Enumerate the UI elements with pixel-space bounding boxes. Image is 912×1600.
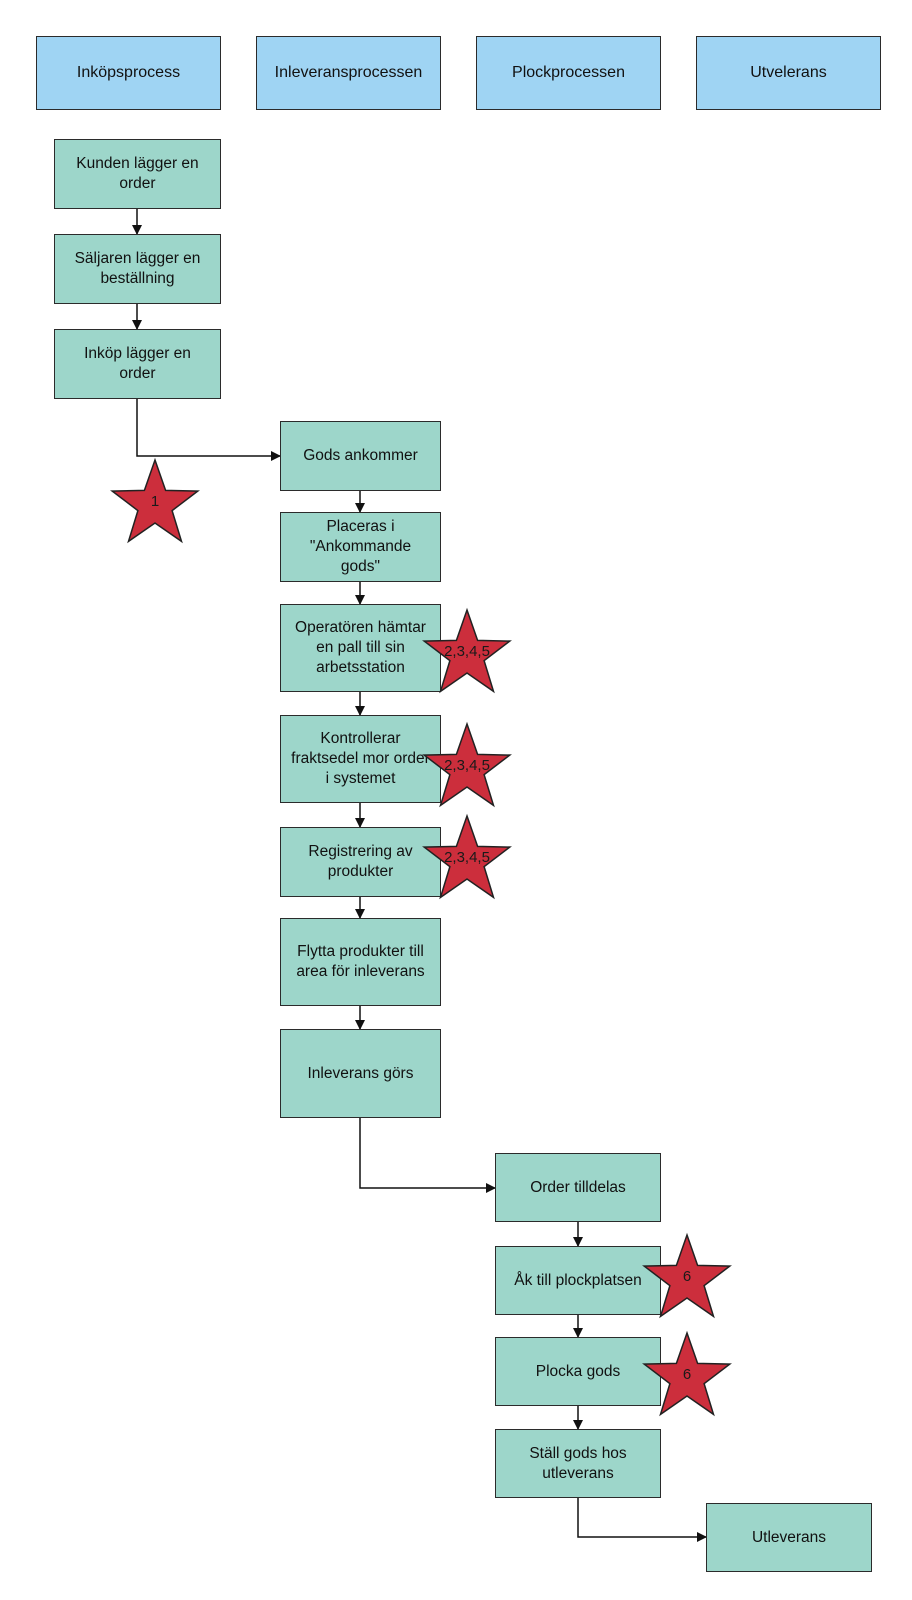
step-label: Ställ gods hos utleverans [529, 1444, 627, 1482]
step-kontrollerar: Kontrollerar fraktsedel mor order i syst… [280, 715, 441, 803]
step-registrering: Registrering av produkter [280, 827, 441, 897]
step-operatoren-hamtar: Operatören hämtar en pall till sin arbet… [280, 604, 441, 692]
star-icon [642, 1330, 732, 1417]
step-saljaren-bestallning: Säljaren lägger en beställning [54, 234, 221, 304]
step-label: Plocka gods [535, 1362, 621, 1380]
marker-star-3: 2,3,4,5 [422, 721, 512, 808]
lane-header-label: Inleveransprocessen [274, 64, 423, 81]
marker-label: 6 [682, 1365, 692, 1383]
lane-header-inleveransprocessen: Inleveransprocessen [256, 36, 441, 110]
marker-label: 2,3,4,5 [444, 848, 490, 866]
step-label: Gods ankommer [303, 447, 418, 464]
marker-star-1: 1 [110, 457, 200, 544]
step-inleverans-gors: Inleverans görs [280, 1029, 441, 1118]
marker-star-6: 6 [642, 1330, 732, 1417]
step-label: Flytta produkter till area för inleveran… [296, 943, 425, 980]
step-kunden-lagger-order: Kunden lägger en order [54, 139, 221, 209]
marker-star-2: 2,3,4,5 [422, 607, 512, 694]
step-label: Placeras i "Ankommande gods" [309, 518, 412, 575]
connector-inkop-gods [136, 399, 281, 461]
marker-label: 1 [150, 492, 160, 510]
lane-header-utvelerans: Utvelerans [696, 36, 881, 110]
step-stall-gods: Ställ gods hos utleverans [495, 1429, 661, 1498]
step-inkop-order: Inköp lägger en order [54, 329, 221, 399]
step-label: Inleverans görs [307, 1064, 414, 1082]
step-label: Säljaren lägger en beställning [74, 250, 201, 287]
marker-label: 2,3,4,5 [444, 642, 490, 660]
step-gods-ankommer: Gods ankommer [280, 421, 441, 491]
star-icon [642, 1232, 732, 1319]
marker-star-5: 6 [642, 1232, 732, 1319]
connector-stall-utleverans [577, 1498, 707, 1542]
lane-header-inkopsprocess: Inköpsprocess [36, 36, 221, 110]
step-label: Kunden lägger en order [76, 155, 199, 192]
step-order-tilldelas: Order tilldelas [495, 1153, 661, 1222]
star-icon [422, 721, 512, 808]
step-ak-till-plockplatsen: Åk till plockplatsen [495, 1246, 661, 1315]
step-label: Order tilldelas [530, 1178, 626, 1196]
marker-star-4: 2,3,4,5 [422, 813, 512, 900]
connector-inleverans-order [359, 1118, 496, 1193]
star-icon [422, 813, 512, 900]
lane-header-label: Utvelerans [750, 64, 827, 81]
step-flytta: Flytta produkter till area för inleveran… [280, 918, 441, 1006]
lane-header-plockprocessen: Plockprocessen [476, 36, 661, 110]
step-utleverans: Utleverans [706, 1503, 872, 1572]
marker-label: 6 [682, 1267, 692, 1285]
step-label: Registrering av produkter [308, 843, 413, 880]
step-label: Operatören hämtar en pall till sin arbet… [295, 619, 426, 676]
step-label: Utleverans [751, 1528, 827, 1546]
step-label: Inköp lägger en order [84, 345, 191, 382]
step-plocka-gods: Plocka gods [495, 1337, 661, 1406]
star-icon [110, 457, 200, 544]
step-label: Kontrollerar fraktsedel mor order i syst… [291, 730, 430, 787]
step-label: Åk till plockplatsen [514, 1271, 642, 1289]
lane-header-label: Inköpsprocess [76, 64, 181, 81]
star-icon [422, 607, 512, 694]
step-placeras: Placeras i "Ankommande gods" [280, 512, 441, 582]
marker-label: 2,3,4,5 [444, 756, 490, 774]
lane-header-label: Plockprocessen [512, 64, 625, 81]
